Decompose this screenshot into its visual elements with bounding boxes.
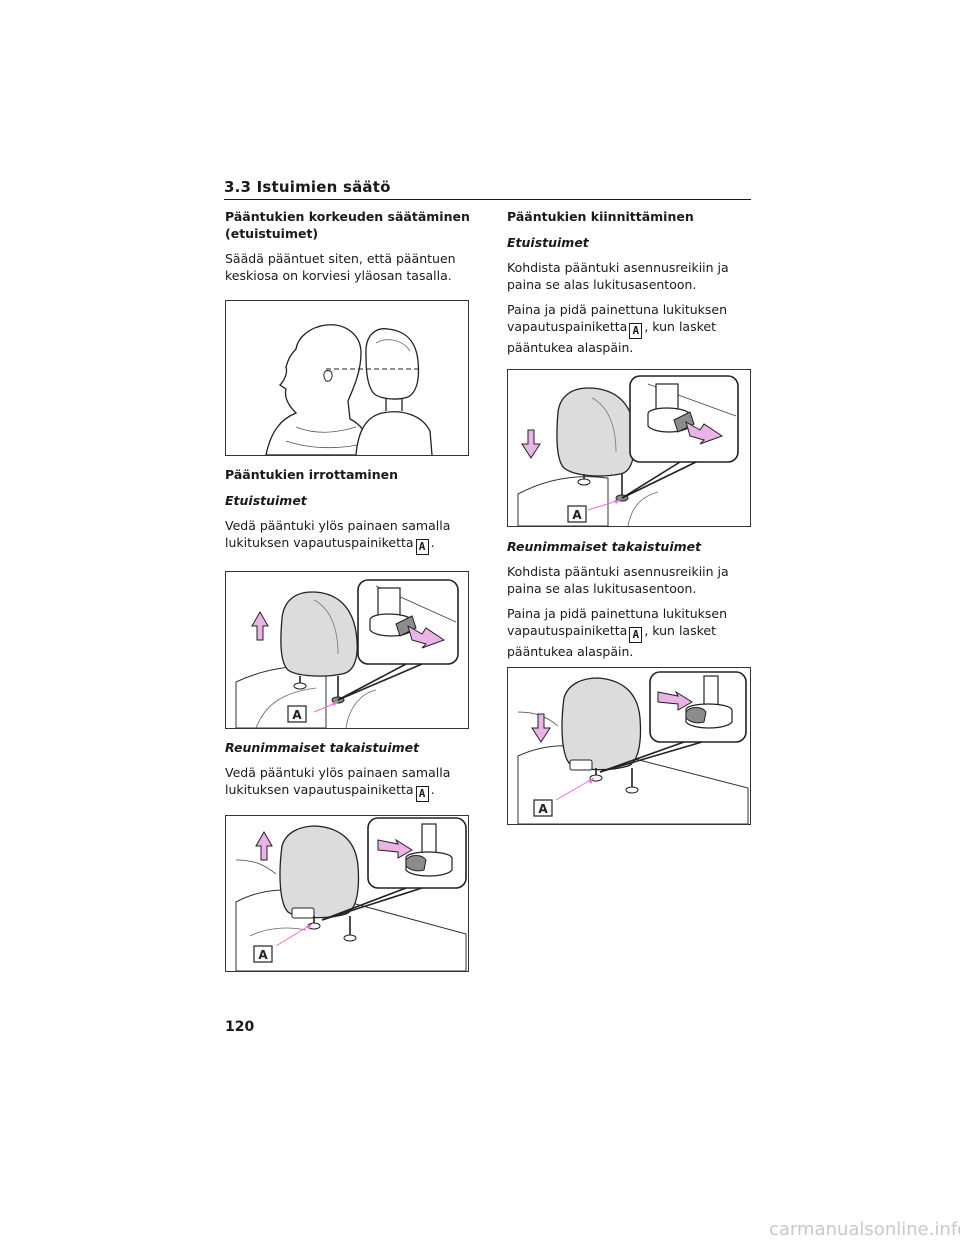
callout-a-label: A — [292, 708, 302, 722]
callout-a-label: A — [258, 948, 268, 962]
illustration-front-headrest-removal: A — [235, 579, 459, 728]
heading-removal: Pääntukien irrottaminen — [225, 467, 398, 482]
callout-a-label: A — [572, 508, 582, 522]
paragraph-install-front-2-end: , kun lasket pääntukea alaspäin. — [507, 319, 716, 355]
right-column: Pääntukien kiinnittäminen Etuistuimet Ko… — [507, 208, 757, 356]
right-install-rear-text: Reunimmaiset takaistuimet Kohdista päänt… — [507, 538, 757, 660]
figure-rear-removal: A — [225, 815, 469, 972]
section-header: 3.3 Istuimien säätö — [224, 178, 751, 202]
callout-a-label: A — [538, 802, 548, 816]
illustration-rear-headrest-installation: A — [517, 671, 749, 824]
left-removal-rear-text: Reunimmaiset takaistuimet Vedä pääntuki … — [225, 739, 475, 802]
paragraph-removal-rear: Vedä pääntuki ylös painaen samalla lukit… — [225, 764, 475, 802]
paragraph-install-rear-2: Paina ja pidä painettuna lukituksen vapa… — [507, 605, 757, 660]
paragraph-install-rear-1: Kohdista pääntuki asennusreikiin ja pain… — [507, 564, 729, 596]
paragraph-removal-front: Vedä pääntuki ylös painaen samalla lukit… — [225, 517, 475, 555]
paragraph-removal-rear-text: Vedä pääntuki ylös painaen samalla lukit… — [225, 765, 451, 797]
paragraph-removal-rear-end: . — [430, 782, 435, 797]
release-button-a-label: A — [629, 627, 643, 643]
illustration-head-and-headrest — [265, 324, 433, 455]
release-button-a-label: A — [415, 786, 429, 802]
illustration-rear-headrest-removal: A — [235, 817, 467, 971]
illustration-front-headrest-installation: A — [517, 375, 739, 526]
subheading-rear-seats: Reunimmaiset takaistuimet — [225, 740, 420, 755]
figure-front-installation: A — [507, 369, 751, 527]
release-button-a-label: A — [629, 323, 643, 339]
heading-height-adjust: Pääntukien korkeuden säätäminen (etuistu… — [225, 209, 470, 241]
paragraph-install-rear-2-end: , kun lasket pääntukea alaspäin. — [507, 623, 716, 659]
subheading-rear-seats-install: Reunimmaiset takaistuimet — [507, 539, 702, 554]
left-removal-text: Pääntukien irrottaminen Etuistuimet Vedä… — [225, 466, 475, 555]
paragraph-install-front-2: Paina ja pidä painettuna lukituksen vapa… — [507, 301, 757, 356]
release-button-a-label: A — [415, 539, 429, 555]
figure-front-removal: A — [225, 571, 469, 729]
heading-installation: Pääntukien kiinnittäminen — [507, 209, 694, 224]
figure-headrest-height — [225, 300, 469, 456]
paragraph-install-front-1: Kohdista pääntuki asennusreikiin ja pain… — [507, 260, 729, 292]
section-divider — [224, 199, 751, 200]
paragraph-removal-front-end: . — [430, 535, 435, 550]
paragraph-install-front-2-text: Paina ja pidä painettuna lukituksen vapa… — [507, 302, 728, 334]
watermark: carmanualsonline.info — [769, 1219, 960, 1240]
figure-rear-installation: A — [507, 667, 751, 825]
subheading-front-seats-install: Etuistuimet — [507, 235, 589, 250]
left-column: Pääntukien korkeuden säätäminen (etuistu… — [225, 208, 475, 284]
subheading-front-seats: Etuistuimet — [225, 493, 307, 508]
page-number: 120 — [225, 1019, 255, 1035]
paragraph-height-adjust: Säädä pääntuet siten, että pääntuen kesk… — [225, 251, 456, 283]
section-title: 3.3 Istuimien säätö — [224, 178, 391, 196]
paragraph-install-rear-2-text: Paina ja pidä painettuna lukituksen vapa… — [507, 606, 728, 638]
paragraph-removal-front-text: Vedä pääntuki ylös painaen samalla lukit… — [225, 518, 451, 550]
